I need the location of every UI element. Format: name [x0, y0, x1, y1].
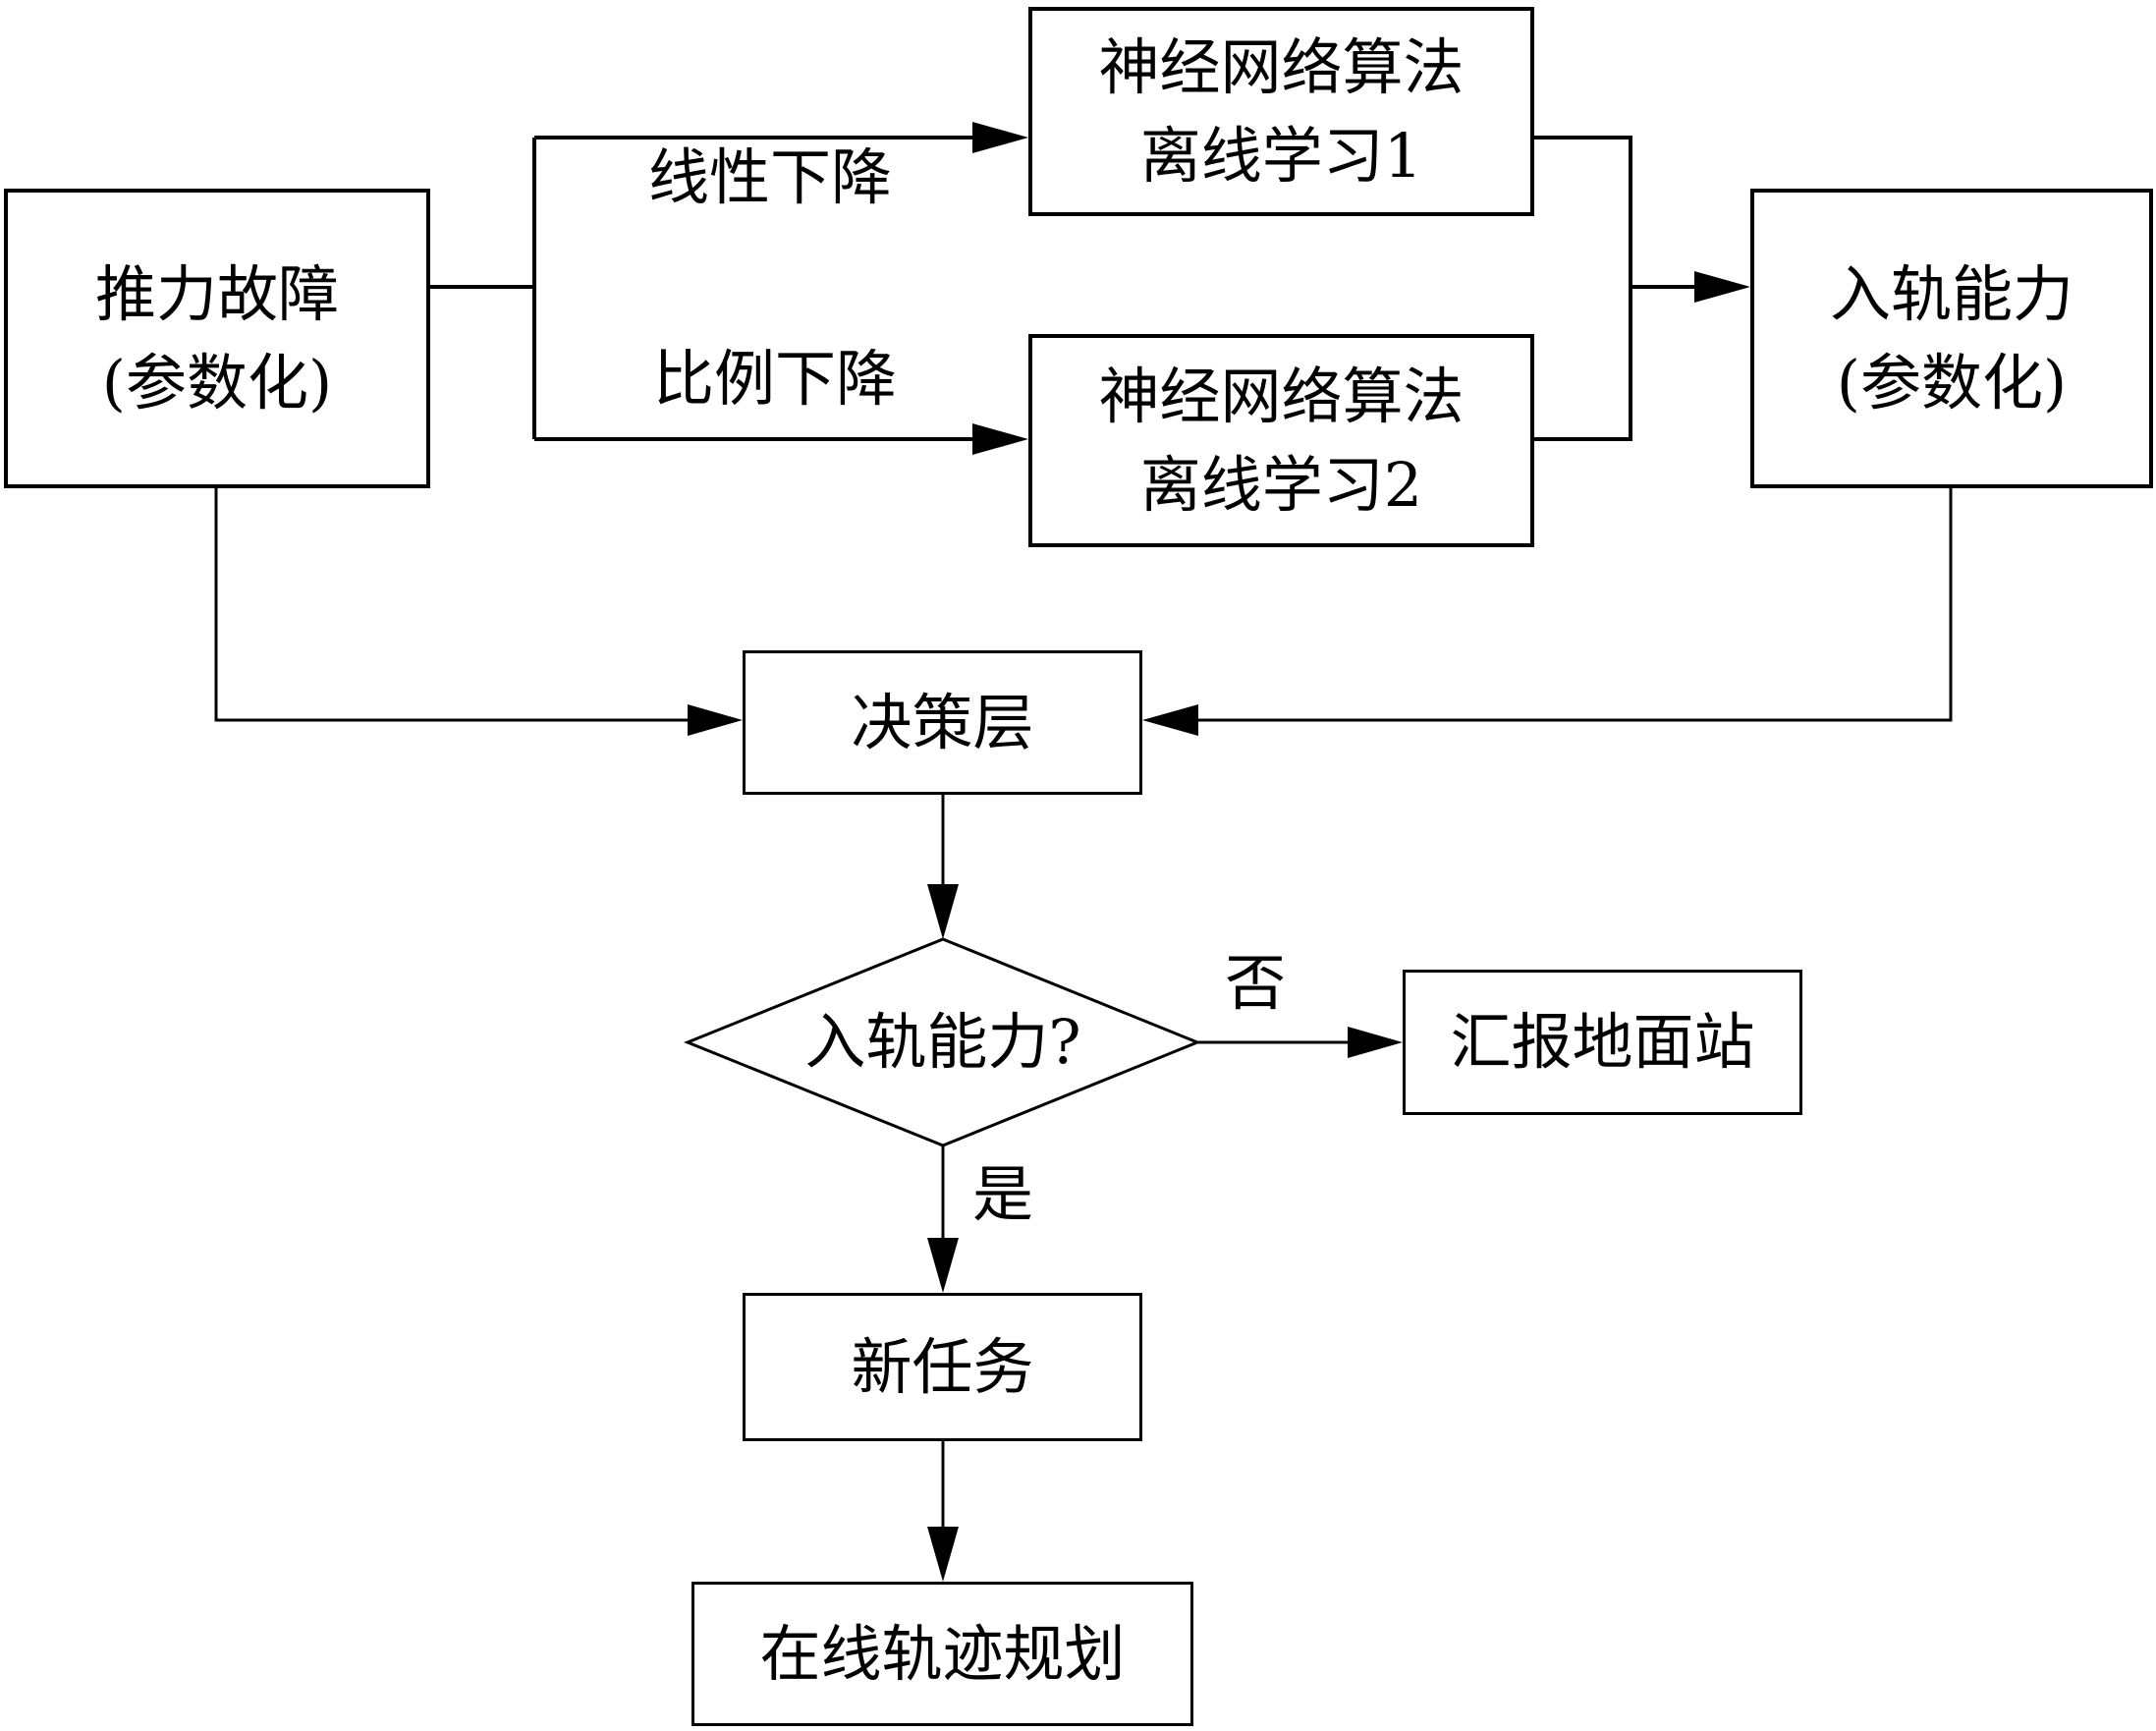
edge-orbit-to-decision — [1198, 488, 1953, 722]
node-online-planning: 在线轨迹规划 — [691, 1582, 1193, 1726]
arrow-head-orbit — [1694, 271, 1750, 303]
node-report-ground-label: 汇报地面站 — [1450, 1006, 1755, 1079]
edge-label-no: 否 — [1225, 947, 1287, 1019]
node-new-task: 新任务 — [743, 1293, 1142, 1441]
node-nn-offline-1: 神经网络算法 离线学习1 — [1028, 7, 1534, 216]
node-nn-offline-1-line2: 离线学习1 — [1139, 119, 1423, 192]
arrow-head-planning — [927, 1527, 959, 1582]
node-decision-layer: 决策层 — [743, 650, 1142, 795]
node-report-ground: 汇报地面站 — [1403, 970, 1802, 1115]
node-new-task-label: 新任务 — [851, 1330, 1034, 1403]
arrow-head-newtask — [927, 1238, 959, 1293]
arrow-head-decision-right — [1142, 704, 1198, 736]
node-orbit-capability-line1: 入轨能力 — [1829, 257, 2073, 330]
node-thrust-fault-line1: 推力故障 — [94, 257, 339, 330]
node-thrust-fault-line2: (参数化) — [101, 346, 333, 419]
node-orbit-capability: 入轨能力 (参数化) — [1750, 189, 2153, 488]
edge-label-proportional-drop: 比例下降 — [653, 343, 898, 415]
arrow-head-nn1 — [972, 122, 1028, 153]
node-nn-offline-2-line1: 神经网络算法 — [1098, 360, 1465, 432]
edge-label-linear-drop: 线性下降 — [648, 141, 893, 213]
node-online-planning-label: 在线轨迹规划 — [759, 1617, 1126, 1690]
arrow-head-check — [927, 884, 959, 939]
node-thrust-fault: 推力故障 (参数化) — [4, 189, 430, 488]
arrow-head-nn2 — [972, 423, 1028, 455]
edge-fault-to-decision — [214, 488, 688, 722]
edge-nn1-out — [1534, 136, 1632, 441]
arrow-head-decision-left — [688, 704, 743, 736]
node-orbit-capability-line2: (参数化) — [1836, 346, 2068, 419]
arrow-head-report — [1348, 1027, 1403, 1058]
node-nn-offline-2-line2: 离线学习2 — [1139, 448, 1423, 521]
node-decision-layer-label: 决策层 — [851, 686, 1034, 758]
node-nn-offline-2: 神经网络算法 离线学习2 — [1028, 334, 1534, 547]
node-nn-offline-1-line1: 神经网络算法 — [1098, 30, 1465, 103]
node-orbit-check-label: 入轨能力? — [804, 1006, 1081, 1078]
edge-label-yes: 是 — [972, 1158, 1034, 1230]
